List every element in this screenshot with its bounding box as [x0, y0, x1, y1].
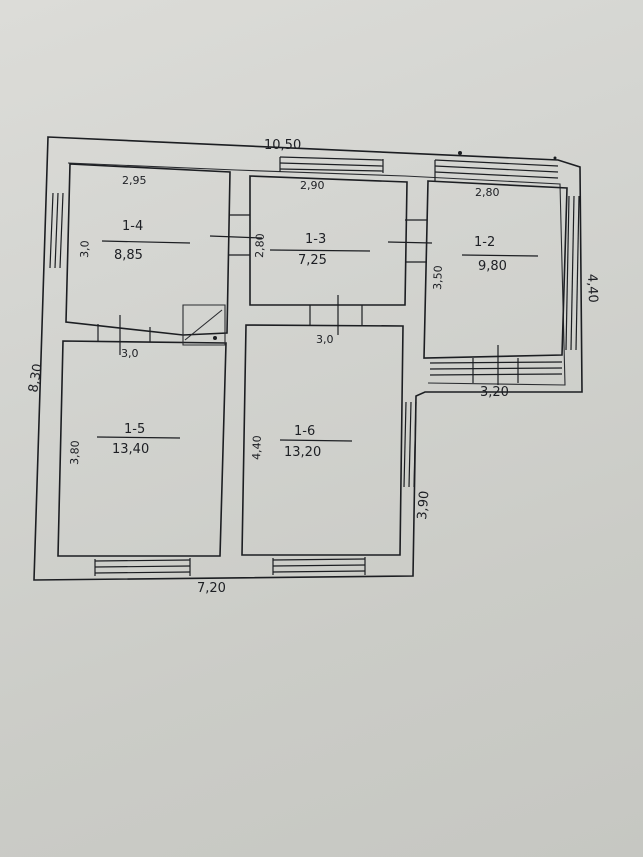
room-1-3-area: 7,25	[298, 253, 327, 268]
room-1-4-side-dim: 3,0	[78, 240, 92, 258]
room-1-5-label-line	[96, 436, 181, 439]
room-1-2-area: 9,80	[478, 259, 507, 274]
outer-wall	[33, 136, 583, 581]
dim-bottom-right-step: 3,20	[480, 385, 509, 400]
window-bottom-1-5	[94, 558, 191, 576]
passage-1-3-1-6	[309, 295, 363, 335]
room-1-2-label-line	[461, 254, 539, 257]
room-1-4-bottom-dim: 3,0	[121, 347, 139, 360]
room-1-3-label-line	[269, 249, 371, 252]
room-1-6-area: 13,20	[284, 445, 321, 460]
ink-dot	[458, 151, 462, 155]
room-1-3-id: 1-3	[305, 232, 326, 247]
room-1-6-id: 1-6	[294, 424, 315, 439]
window-right-1-2	[565, 195, 580, 351]
window-top-1-3	[279, 156, 384, 173]
room-1-3-outline	[249, 175, 408, 306]
dim-right-upper: 4,40	[584, 274, 600, 303]
room-1-2-id: 1-2	[474, 235, 495, 250]
dim-left-total: 8,30	[26, 363, 46, 394]
passage-1-4-1-5	[97, 315, 151, 355]
room-1-3-side-dim: 2,80	[253, 233, 267, 258]
outer-wall-inner-line	[67, 162, 566, 386]
window-bottom-1-6	[272, 557, 366, 575]
room-1-4-label-line	[101, 240, 191, 244]
ink-dot	[553, 156, 557, 160]
room-1-6-label-line	[279, 439, 353, 442]
room-1-6-outline	[241, 324, 404, 556]
room-1-3-top-dim: 2,90	[300, 179, 325, 192]
room-1-5-side-dim: 3,80	[68, 440, 82, 465]
dim-bottom-total: 7,20	[197, 581, 226, 596]
window-right-1-6	[403, 401, 417, 488]
window-bottom-1-2	[429, 345, 563, 385]
dim-right-lower: 3,90	[415, 490, 432, 520]
closet-box	[182, 304, 226, 346]
dim-top-total: 10,50	[264, 138, 301, 153]
room-1-4-outline	[65, 163, 231, 336]
window-left-1-4	[49, 192, 64, 269]
room-1-4-id: 1-4	[122, 219, 143, 234]
room-1-5-area: 13,40	[112, 442, 149, 457]
room-1-5-id: 1-5	[124, 422, 145, 437]
room-1-2-top-dim: 2,80	[475, 186, 500, 199]
room-1-4-area: 8,85	[114, 248, 143, 263]
room-1-2-side-dim: 3,50	[431, 265, 445, 290]
room-1-2-outline	[423, 180, 568, 359]
passage-1-4-1-3	[209, 214, 263, 256]
window-top-1-2	[434, 159, 559, 181]
room-1-4-top-dim: 2,95	[122, 174, 147, 187]
passage-1-3-1-2	[387, 219, 433, 263]
room-1-6-side-dim: 4,40	[250, 435, 264, 460]
room-1-5-outline	[57, 340, 227, 557]
room-1-3-bottom-dim: 3,0	[316, 333, 334, 346]
closet-mark	[213, 336, 217, 340]
